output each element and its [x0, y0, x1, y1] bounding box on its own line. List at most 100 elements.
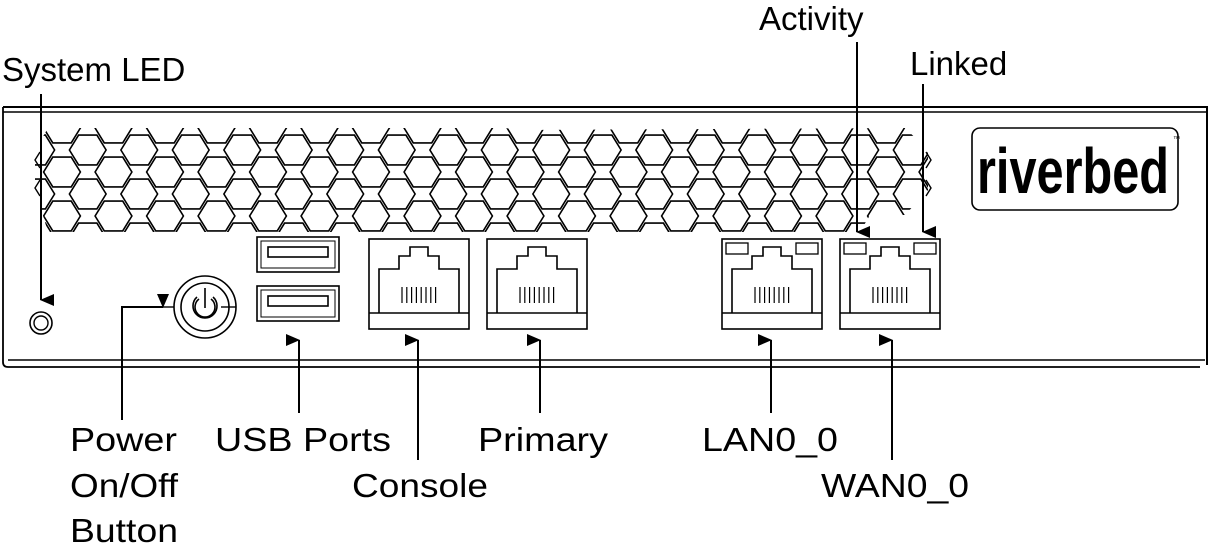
vent-hole [95, 245, 132, 275]
vent-hole [119, 178, 159, 210]
vent-hole [171, 178, 211, 210]
vent-hole [660, 128, 700, 144]
jack-opening [731, 246, 813, 313]
vent-hole [428, 134, 468, 166]
vent-hole [145, 128, 185, 144]
vent-hole [815, 128, 854, 144]
vent-hole [94, 128, 133, 144]
label-linked: Linked [910, 45, 1007, 82]
port-outline [721, 238, 823, 330]
vent-hole [454, 200, 494, 232]
vent-hole [274, 178, 314, 210]
vent-hole [789, 222, 829, 232]
vent-hole [197, 200, 236, 232]
vent-hole [94, 200, 133, 232]
vent-hole [145, 200, 185, 232]
vent-hole [712, 128, 751, 144]
console-port[interactable] [368, 238, 470, 330]
vent-hole [222, 222, 262, 232]
vent-hole [583, 222, 623, 232]
vent-hole [198, 245, 235, 275]
vent-hole [557, 200, 597, 232]
vent-hole [119, 134, 159, 166]
vent-hole [35, 178, 56, 210]
vent-hole [35, 222, 56, 232]
vent-hole [377, 178, 417, 210]
vent-hole [712, 200, 751, 232]
vent-hole [506, 128, 545, 144]
wan0_0-port[interactable] [839, 238, 941, 330]
port-outline [486, 238, 588, 330]
vent-hole [325, 222, 365, 232]
primary-port[interactable] [486, 238, 588, 330]
vent-hole [634, 134, 674, 166]
vent-hole [42, 128, 82, 144]
label-lan: LAN0_0 [702, 421, 838, 458]
power-leader [121, 294, 169, 420]
vent-hole [197, 156, 236, 188]
vent-hole [506, 156, 545, 188]
vent-hole [763, 128, 803, 144]
vent-hole [351, 156, 391, 188]
vent-hole [892, 178, 928, 210]
activity-led [843, 242, 867, 255]
vent-hole [480, 178, 520, 210]
vent-hole [0, 201, 29, 231]
jack-opening [496, 246, 578, 313]
vent-hole [918, 128, 928, 144]
vent-hole [634, 222, 674, 232]
vent-hole [403, 156, 442, 188]
activity-led [725, 242, 749, 255]
vent-hole [789, 178, 829, 210]
label-usb-ports: USB Ports [215, 421, 391, 458]
vent-hole [583, 134, 623, 166]
vent-hole [197, 128, 236, 144]
vent-hole [480, 222, 520, 232]
power-icon [192, 288, 218, 319]
riverbed-logo: riverbed ™ [971, 127, 1180, 211]
vent-hole [0, 157, 29, 187]
vent-hole [301, 245, 338, 275]
vent-hole [686, 222, 726, 232]
vent-hole [918, 200, 928, 232]
lan0_0-port[interactable] [721, 238, 823, 330]
vent-hole [274, 222, 314, 232]
vent-hole [662, 245, 699, 275]
label-activity: Activity [759, 0, 864, 37]
label-wan: WAN0_0 [821, 467, 969, 504]
usb-port-1[interactable] [256, 236, 340, 273]
vent-hole [248, 128, 288, 144]
usb-port-2[interactable] [256, 285, 340, 322]
vent-hole [737, 222, 777, 232]
vent-hole [35, 134, 56, 166]
vent-hole [94, 156, 133, 188]
vent-hole [609, 156, 648, 188]
label-console: Console [352, 467, 488, 504]
jack-opening [378, 246, 460, 313]
chassis [2, 106, 1208, 368]
vent-hole [945, 223, 982, 253]
vent-hole [634, 178, 674, 210]
vent-hole [763, 200, 803, 232]
vent-hole [351, 200, 391, 232]
vent-hole [557, 156, 597, 188]
vent-hole [660, 156, 700, 188]
system-led [29, 311, 53, 335]
vent-hole [583, 178, 623, 210]
vent-hole [840, 134, 880, 166]
vent-hole [42, 200, 82, 232]
vent-grille [0, 128, 982, 275]
link-led [795, 242, 819, 255]
vent-hole [428, 178, 468, 210]
vent-hole [325, 178, 365, 210]
vent-hole [377, 134, 417, 166]
vent-hole [454, 128, 494, 144]
vent-hole [840, 178, 880, 210]
vent-hole [531, 134, 571, 166]
vent-hole [507, 245, 544, 275]
label-power-1: Power [70, 421, 177, 458]
power-button[interactable] [159, 275, 237, 339]
port-outline [839, 238, 941, 330]
vent-hole [248, 156, 288, 188]
